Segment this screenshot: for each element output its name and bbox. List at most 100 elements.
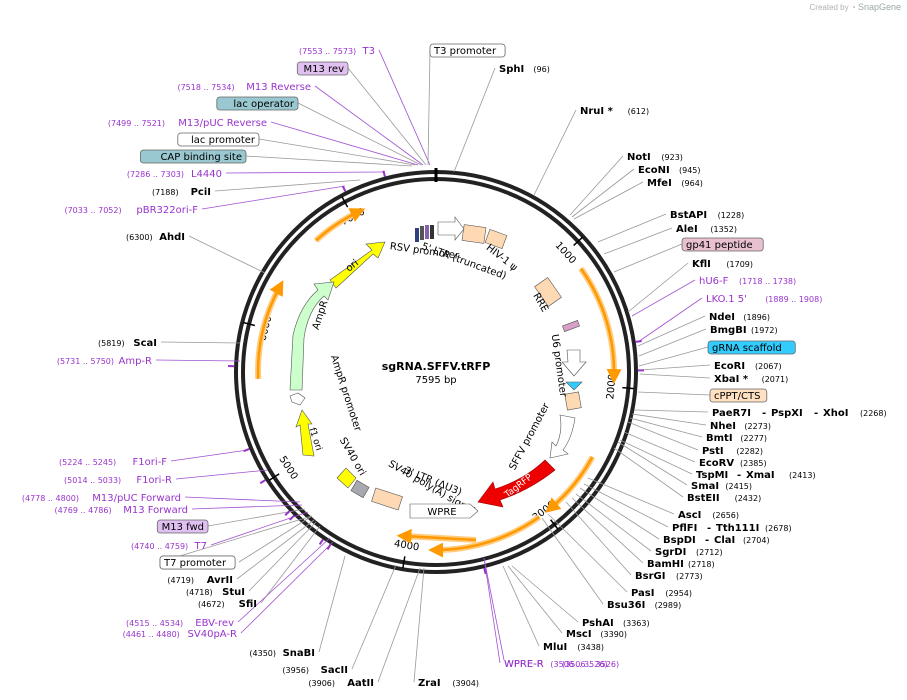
enzyme-name-sep: - (737, 470, 741, 481)
leader-line (377, 567, 421, 683)
enzyme-name: ScaI (133, 338, 157, 349)
leader-line (502, 565, 540, 647)
ltr3-feature (371, 487, 403, 511)
leader-line (623, 431, 696, 463)
primer-name: M13/pUC Forward (92, 493, 181, 504)
enzyme-site: (3906) (308, 679, 335, 688)
primer-site-mark (284, 510, 291, 516)
enzyme-name: PasI (631, 588, 654, 599)
leader-line (571, 168, 635, 218)
enzyme-site: (3363) (623, 619, 650, 628)
leader-line (619, 439, 693, 475)
plasmid-name: sgRNA.SFFV.tRFP (382, 360, 491, 373)
leader-line (378, 49, 431, 166)
scale-tick (243, 321, 256, 327)
leader-line (541, 517, 604, 605)
gp41-block (562, 320, 580, 332)
leader-line (258, 138, 416, 166)
enzyme-name: PspXI (771, 408, 803, 419)
enzyme-site: (2385) (740, 459, 767, 468)
leader-line (160, 341, 241, 344)
leader-line (638, 328, 707, 357)
ltr5-feature (461, 224, 487, 244)
enzyme-name: Tth111I (716, 523, 759, 534)
enzyme-site: (2277) (740, 434, 767, 443)
leader-line (638, 346, 709, 367)
leader-line (575, 493, 652, 552)
primer-name: M13 Forward (123, 505, 188, 516)
leader-line (427, 49, 431, 166)
sffv-promoter-feature (549, 414, 576, 459)
enzyme-name: BamHI (647, 559, 684, 570)
leader-line (238, 515, 313, 563)
feature-box (177, 132, 260, 147)
enzyme-site: (2273) (744, 422, 771, 431)
enzyme-name: AleI (676, 224, 698, 235)
primer-range: (4515 .. 4534) (126, 619, 183, 628)
leader-line (297, 102, 422, 166)
leader-line (573, 181, 644, 220)
enzyme-name: Bsu36I (607, 600, 645, 611)
feature-box-label: M13 rev (304, 64, 345, 75)
leader-line (184, 496, 301, 503)
feature-label: SV40 ori (337, 436, 368, 478)
enzyme-name-sep: - (705, 535, 709, 546)
enzyme-site: (2268) (860, 409, 887, 418)
hiv-psi-feature (484, 228, 508, 250)
enzyme-site: (4719) (167, 576, 194, 585)
leader-line (571, 497, 644, 564)
enzyme-site: (1352) (710, 225, 737, 234)
leader-line (201, 185, 346, 210)
primer-range: (3506 .. 3526) (562, 660, 619, 669)
leader-line (318, 555, 346, 653)
feature-box-label: gRNA scaffold (712, 343, 782, 354)
primer-range: (4778 .. 4800) (22, 494, 79, 503)
sv40-ori-feature (336, 467, 357, 489)
enzyme-name: XhoI (823, 408, 848, 419)
enzyme-site: (2067) (755, 362, 782, 371)
scale-tick-label: 4000 (393, 538, 420, 553)
enzyme-name: PstI (702, 446, 724, 457)
enzyme-site: (2712) (696, 548, 723, 557)
leader-line (188, 235, 266, 274)
primer-name: F1ori-F (133, 457, 168, 468)
leader-line (453, 67, 496, 173)
primer-site-mark (382, 170, 386, 177)
enzyme-site: (7188) (152, 188, 179, 197)
enzyme-name: NheI (710, 421, 736, 432)
leader-line (603, 227, 673, 255)
orf-arc (256, 280, 284, 379)
leader-line (569, 155, 624, 216)
primer-site-mark (289, 514, 295, 521)
feature-box (296, 61, 349, 76)
rre-feature (534, 277, 562, 307)
enzyme-name: XmaI (746, 470, 775, 481)
feature-box (159, 555, 236, 570)
enzyme-name: MluI (543, 642, 567, 653)
feature-box (139, 149, 247, 164)
feature-box-label: cPPT/CTS (714, 391, 760, 402)
enzyme-name: AhdI (159, 232, 185, 243)
primer-range: (7553 .. 7573) (299, 47, 356, 56)
primer-name: WPRE-R (504, 659, 544, 670)
feature-box (707, 340, 796, 355)
leader-line (637, 315, 706, 347)
enzyme-site: (1709) (726, 260, 753, 269)
primer-range: (1718 .. 1738) (739, 277, 796, 286)
enzyme-site: (4718) (186, 588, 213, 597)
primer-range: (1889 .. 1908) (765, 295, 822, 304)
enzyme-name: PciI (191, 187, 211, 198)
enzyme-site: (1896) (743, 313, 770, 322)
primer-name: hU6-F (699, 276, 729, 287)
feature-label: WPRE (427, 507, 456, 518)
leader-line (547, 513, 628, 593)
feature-box (681, 237, 764, 252)
enzyme-name: ClaI (714, 535, 735, 546)
enzyme-name: NdeI (709, 312, 735, 323)
tagrfp-feature (477, 459, 556, 508)
enzyme-name: PshAI (582, 618, 614, 629)
primer-name: WPRE-R (504, 659, 544, 670)
enzyme-site: (1972) (751, 326, 778, 335)
enzyme-name: BspDI (663, 535, 696, 546)
primer-range: (4461 .. 4480) (123, 630, 180, 639)
